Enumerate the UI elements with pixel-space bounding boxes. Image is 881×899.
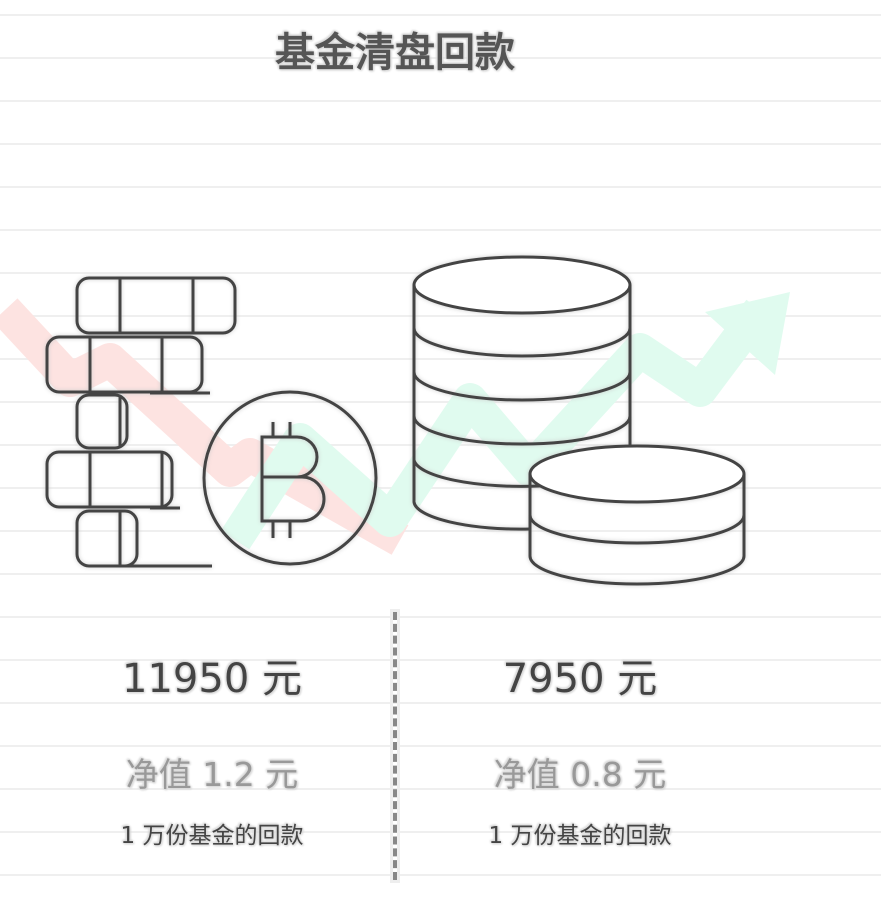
left-desc: 1 万份基金的回款 — [120, 823, 304, 849]
trend-up-arrow-icon — [220, 292, 790, 550]
coin-cylinder-icon — [412, 255, 746, 586]
illustration — [0, 255, 790, 586]
left-nav: 净值 1.2 元 — [125, 755, 299, 794]
left-amount: 11950 元 — [122, 656, 302, 702]
coin-stack-icon — [45, 276, 237, 568]
right-nav: 净值 0.8 元 — [493, 755, 667, 794]
divider — [393, 612, 397, 880]
page-title: 基金清盘回款 — [275, 30, 515, 76]
right-amount: 7950 元 — [502, 656, 658, 702]
bitcoin-icon — [202, 390, 378, 566]
right-desc: 1 万份基金的回款 — [488, 823, 672, 849]
